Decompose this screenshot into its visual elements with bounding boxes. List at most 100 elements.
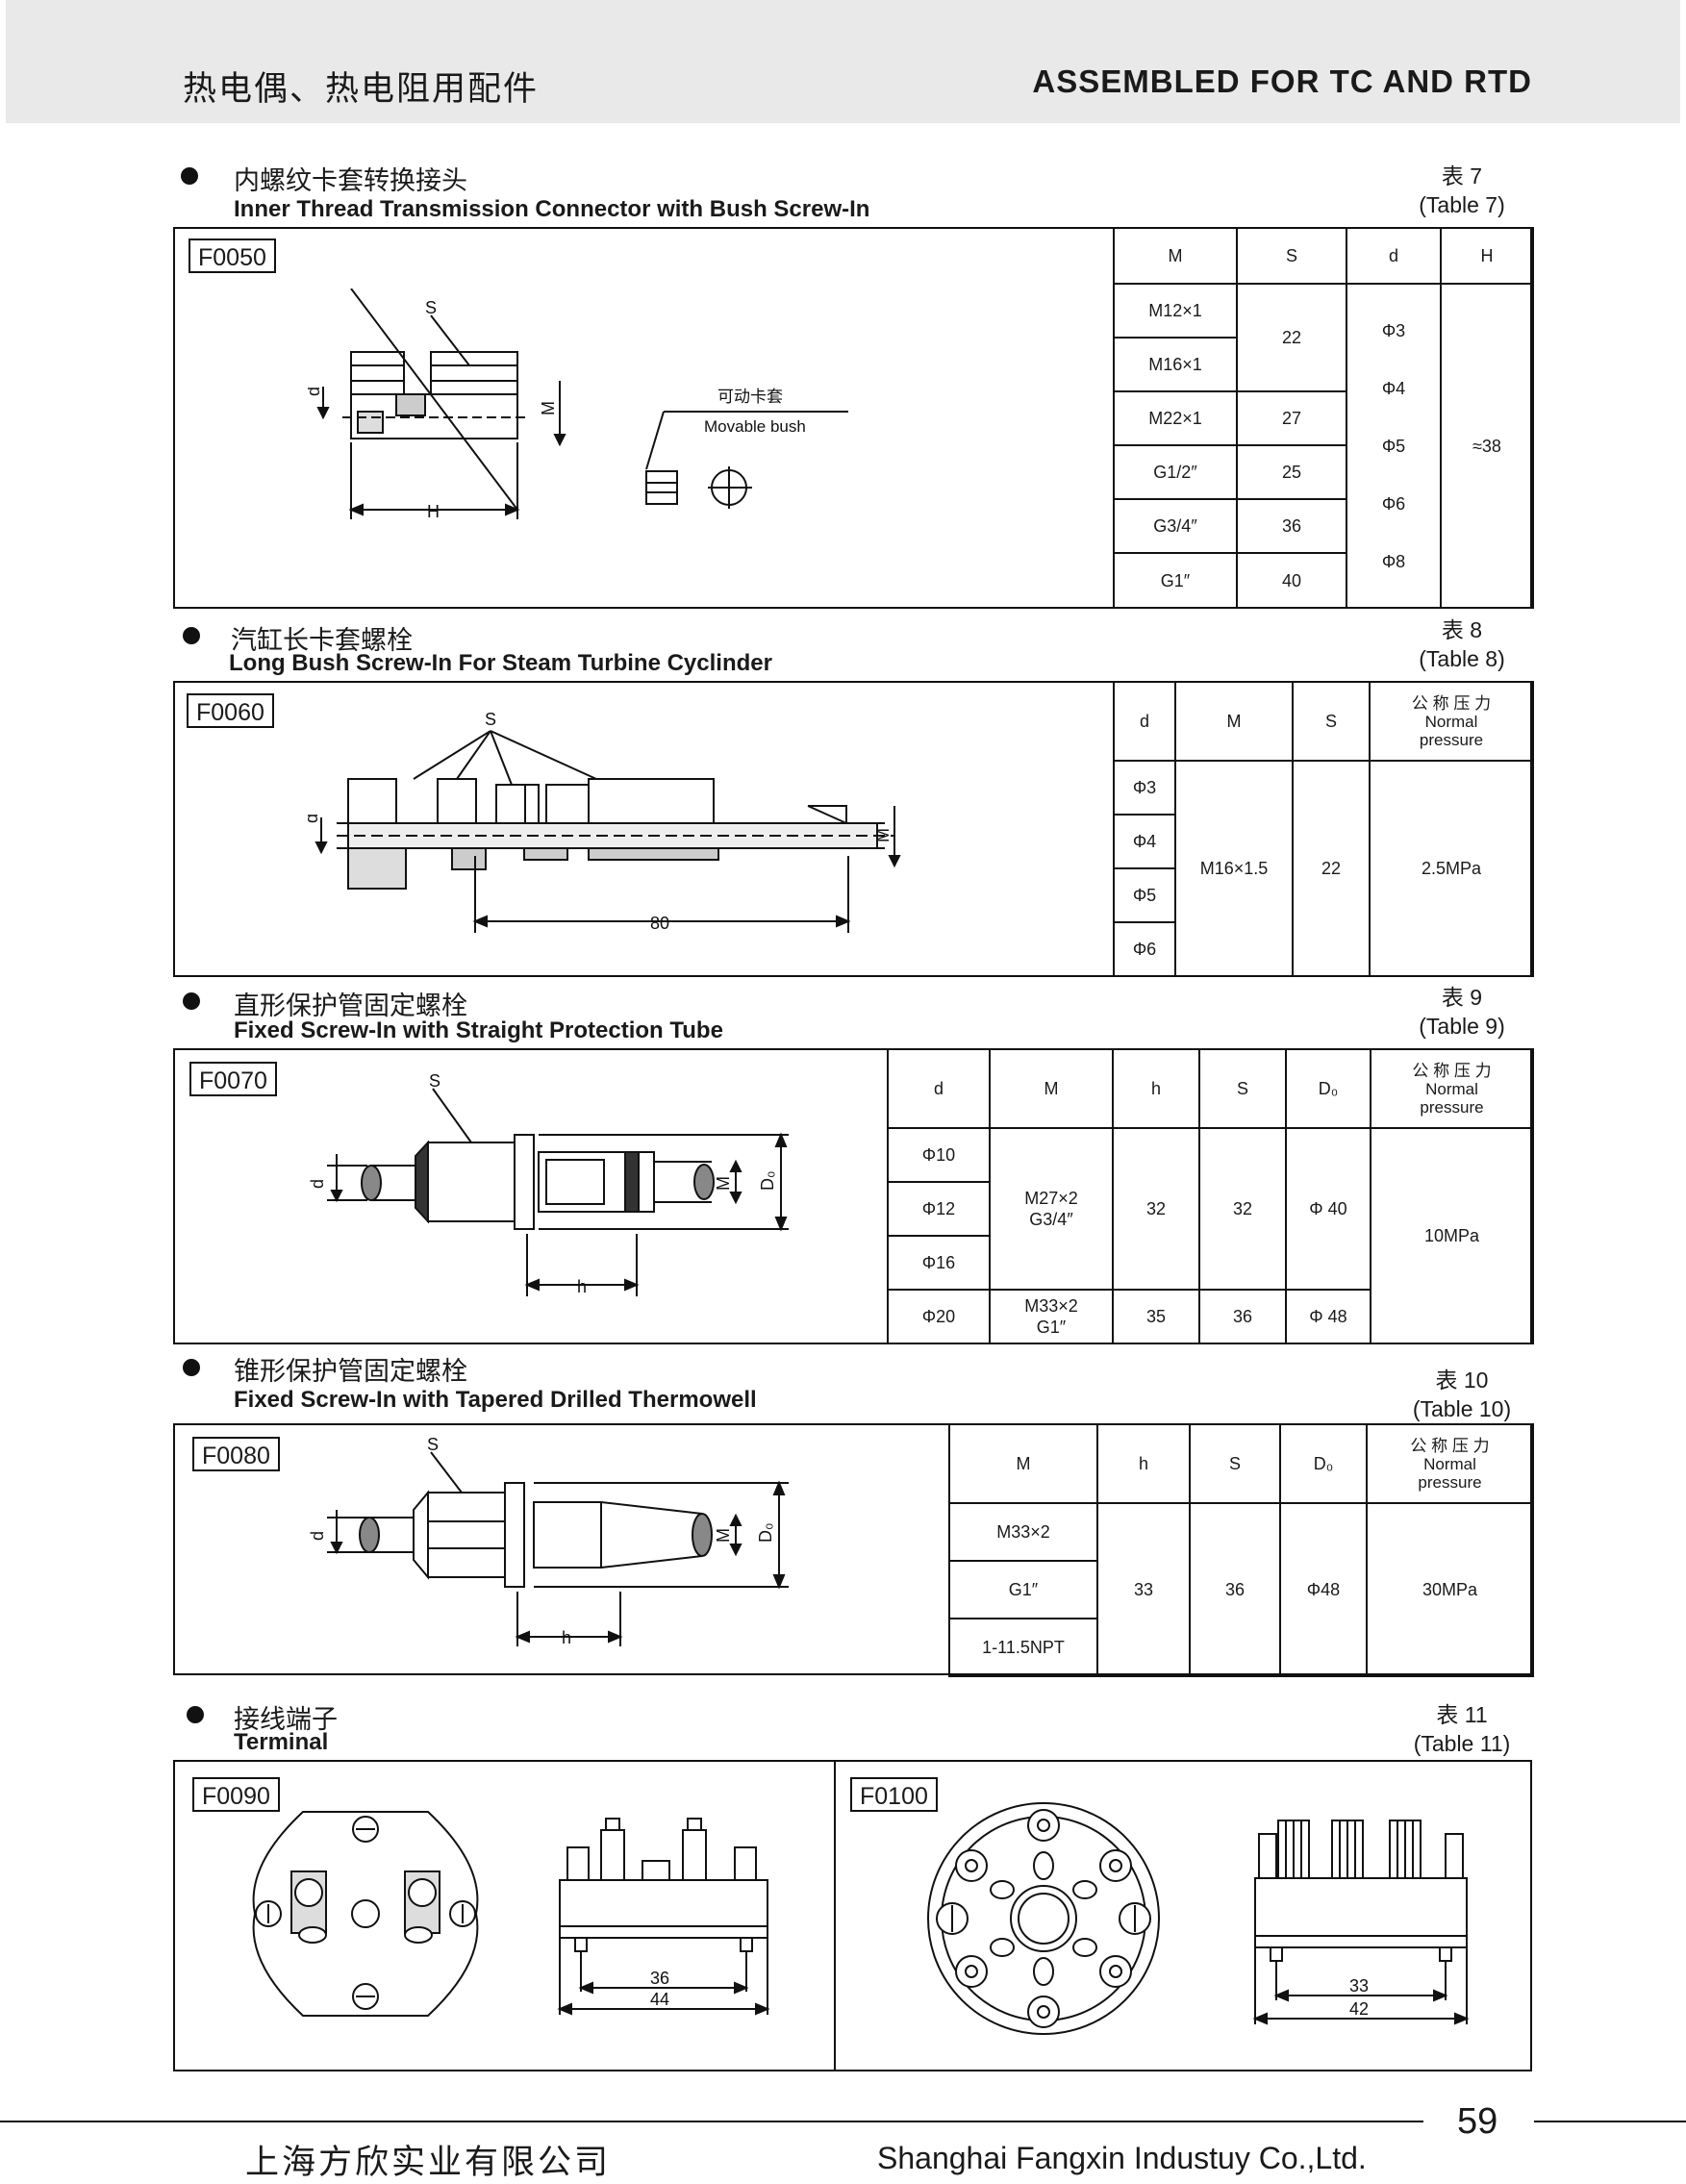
section-bullet [187,1706,204,1723]
table-number: 表 8 (Table 8) [1395,615,1529,673]
label-h: h [577,1277,587,1296]
cell-s: 32 [1198,1127,1287,1291]
label-m: M [873,828,893,842]
cell-m: G1/2″ [1113,444,1238,500]
f0050-drawing: S d M H 可动卡套 Movable bush [308,289,848,521]
table-number-en: (Table 11) [1413,1731,1511,1756]
section-title-cn: 内螺纹卡套转换接头 [234,166,467,195]
cell-m: G1″ [1113,552,1238,609]
cell-d: Φ3 [1113,760,1176,816]
header-title-en: ASSEMBLED FOR TC AND RTD [1032,63,1532,99]
cell-s: 25 [1236,444,1347,500]
dim-inner: 36 [650,1969,669,1988]
section-bullet [183,627,200,644]
cell-m: G3/4″ [1113,498,1238,554]
col-header: S [1198,1048,1287,1129]
dim-inner: 33 [1349,1976,1369,1996]
col-header: h [1096,1423,1191,1504]
product-code: F0080 [192,1437,280,1471]
cell-h: ≈38 [1440,283,1534,609]
cell-s: 22 [1292,760,1371,977]
section-bullet [183,992,200,1010]
col-header: M [1113,227,1238,285]
footer-company-en: Shanghai Fangxin Industuy Co.,Ltd. [877,2141,1367,2175]
m-value: G3/4″ [1029,1210,1073,1229]
f0080-drawing: S d M D₀ h [308,1435,789,1647]
cell-m: M27×2 G3/4″ [989,1127,1114,1291]
cell-h: 32 [1112,1127,1200,1291]
header-title-cn: 热电偶、热电阻用配件 [183,70,540,108]
pressure-cn: 公 称 压 力 [1412,1061,1492,1080]
section-title-en: Fixed Screw-In with Straight Protection … [234,1017,723,1043]
label-h: H [427,502,440,521]
cell-d: Φ12 [887,1181,991,1237]
d-value: Φ6 [1381,493,1406,514]
d-value: Φ4 [1381,378,1406,398]
m-value: M33×2 [1024,1296,1078,1316]
cell-d: Φ16 [887,1235,991,1291]
d-value: Φ8 [1381,551,1406,571]
col-header: S [1292,681,1371,762]
cell-d: Φ6 [1113,921,1176,977]
col-header: M [989,1048,1114,1129]
f0100-side-view: 33 42 [1252,1820,1470,2025]
col-header: D₀ [1285,1048,1371,1129]
table-number-en: (Table 7) [1419,192,1505,217]
table-number-cn: 表 11 [1436,1702,1488,1727]
cell-d: Φ5 [1113,867,1176,923]
dim-outer: 44 [650,1990,669,2009]
table-number: 表 10 (Table 10) [1395,1366,1529,1423]
footer-company-cn: 上海方欣实业有限公司 [245,2144,612,2181]
pressure-en: Normal [1423,1454,1476,1473]
label-s: S [429,1071,440,1091]
d-value: Φ3 [1381,320,1406,340]
dim-outer: 42 [1349,1999,1369,2019]
label-d: d [308,387,323,396]
col-header: d [1113,681,1176,762]
spec-table-7: M S d H M12×1 22 Φ3 Φ4 Φ5 Φ6 Φ8 ≈38 M16×… [1113,227,1534,609]
label-length: 80 [650,914,669,933]
pressure-en: pressure [1418,1472,1482,1492]
label-d0: D₀ [758,1171,777,1191]
cell-m: M22×1 [1113,390,1238,446]
pressure-cn: 公 称 压 力 [1410,1436,1490,1455]
col-header: H [1440,227,1534,285]
footer-rule [0,2121,1423,2122]
cell-m: 1-11.5NPT [948,1618,1098,1677]
col-header-pressure: 公 称 压 力 Normal pressure [1366,1423,1534,1504]
d-value: Φ5 [1381,436,1406,456]
pressure-en: pressure [1420,1097,1484,1117]
label-h: h [562,1628,571,1647]
page-header [6,0,1680,123]
label-bush-cn: 可动卡套 [717,388,783,406]
cell-m: M16×1.5 [1174,760,1294,977]
table-number-en: (Table 9) [1419,1014,1505,1039]
product-code: F0050 [189,238,276,273]
section-title-en: Inner Thread Transmission Connector with… [234,196,870,222]
col-header-pressure: 公 称 压 力 Normal pressure [1370,1048,1534,1129]
product-code: F0060 [187,693,274,728]
section-title-cn: 直形保护管固定螺栓 [234,992,467,1020]
cell-m: M12×1 [1113,283,1238,339]
table-number-cn: 表 8 [1441,617,1483,642]
f0090-top-view [252,1811,479,2017]
section-title-cn: 汽缸长卡套螺栓 [231,626,413,655]
cell-d0: Φ48 [1279,1502,1368,1677]
table-number: 表 9 (Table 9) [1395,983,1529,1041]
section-title-en: Terminal [234,1729,329,1755]
label-d: d [308,1531,327,1541]
col-header: d [887,1048,991,1129]
label-m: M [539,401,558,415]
label-m: M [714,1528,733,1543]
table-number-en: (Table 8) [1419,646,1505,671]
col-header: S [1189,1423,1281,1504]
cell-pressure: 10MPa [1370,1127,1534,1344]
f0100-top-view [927,1802,1160,2035]
terminal-divider [834,1760,836,2071]
label-s: S [425,298,437,317]
footer-rule [1534,2121,1686,2122]
m-value: G1″ [1036,1318,1067,1337]
label-bush-en: Movable bush [704,417,806,436]
section-title-cn: 接线端子 [234,1705,338,1734]
label-s: S [485,710,496,729]
